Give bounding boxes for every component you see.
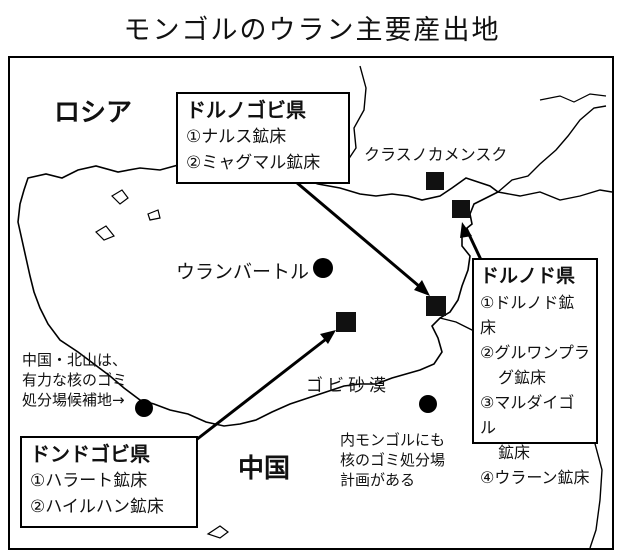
russia-border-east [497,105,613,201]
dundgovi-box: ドンドゴビ県 ①ハラート鉱床 ②ハイルハン鉱床 [20,436,198,528]
inner-mongolia-note-line-2: 核のゴミ処分場 [340,451,446,469]
dornod-line-1: ①ドルノド鉱床 [480,293,575,337]
dornod-line-5: 鉱床 [498,443,531,462]
deposit-marker-dornogovi-north [426,172,444,190]
country-label-russia: ロシア [54,98,133,128]
dornod-line-4: ③マルダイゴル [480,393,575,437]
dornogovi-header: ドルノゴビ県 [186,98,306,122]
china-beishan-note-line-1: 中国・北山は、 [22,351,128,369]
dornod-box: ドルノド県 ①ドルノド鉱床 ②グルワンプラ グ鉱床 ③マルダイゴル 鉱床 ④ウラ… [472,258,598,487]
dornod-line-6: ④ウラーン鉱床 [480,468,590,487]
dundgovi-item-2: ②ハイルハン鉱床 [30,497,164,517]
arrow-dornod-head [460,222,472,238]
inner-mongolia-marker [419,395,437,413]
dornod-header: ドルノド県 [480,265,576,287]
country-label-china: 中国 [238,454,291,484]
arrow-dundgovi [195,334,331,442]
dornogovi-item-2: ②ミャグマル鉱床 [186,153,321,173]
inner-mongolia-note: 内モンゴルにも 核のゴミ処分場 計画がある [340,430,445,490]
map-title: モンゴルのウラン主要産出地 [123,15,501,46]
mongolia-coast-east [206,93,607,539]
china-beishan-note: 中国・北山は、 有力な核のゴミ 処分場候補地→ [22,350,127,410]
china-beishan-marker [135,399,153,417]
dundgovi-header: ドンドゴビ県 [30,442,150,466]
dornod-line-3: グ鉱床 [498,368,547,387]
dornogovi-box: ドルノゴビ県 ①ナルス鉱床 ②ミャグマル鉱床 [176,92,350,184]
china-beishan-note-line-3: 処分場候補地→ [22,391,125,409]
dornogovi-item-1: ①ナルス鉱床 [186,127,287,147]
deposit-marker-dornogovi [426,296,446,316]
ulaanbaatar-marker [313,258,333,278]
arrow-dundgovi-head [320,330,336,344]
dornod-line-2: ②グルワンプラ [480,343,590,362]
dundgovi-item-1: ①ハラート鉱床 [30,471,148,491]
china-beishan-note-line-2: 有力な核のゴミ [22,371,128,389]
inner-mongolia-note-line-1: 内モンゴルにも [340,431,446,449]
inner-mongolia-note-line-3: 計画がある [340,471,416,489]
map-frame [8,56,614,550]
deposit-marker-dundgovi [336,312,356,332]
arrow-dornogovi-head [414,280,430,296]
lake-khuvsgul [95,189,161,241]
place-label-krasnokamensk: クラスノカメンスク [364,145,508,164]
place-label-ulaanbaatar: ウランバートル [176,261,310,283]
arrow-dornogovi [295,180,427,294]
place-label-gobi: ゴビ砂漠 [306,376,390,396]
deposit-marker-krasnokamensk [452,200,470,218]
